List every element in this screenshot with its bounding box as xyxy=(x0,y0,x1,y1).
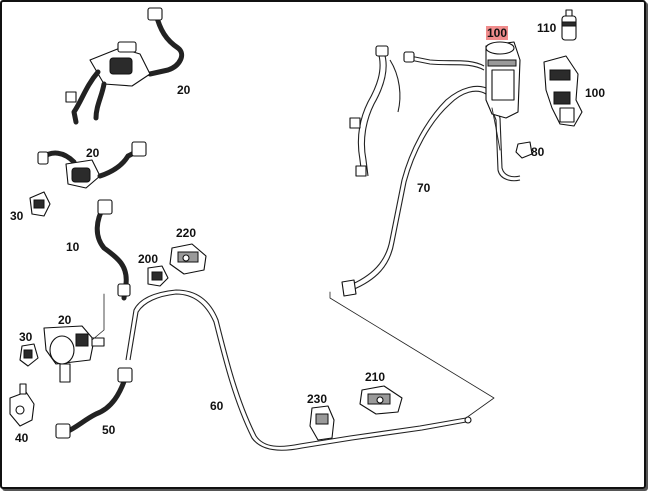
part-40-bracket[interactable] xyxy=(9,383,35,427)
part-230-clip[interactable] xyxy=(309,405,335,441)
callout-20-top[interactable]: 20 xyxy=(177,83,191,97)
part-30-clip-bottom[interactable] xyxy=(19,343,39,367)
part-60-line[interactable] xyxy=(125,289,472,451)
callout-110[interactable]: 110 xyxy=(537,21,557,35)
part-200-clip[interactable] xyxy=(147,265,169,287)
callout-20-bottom[interactable]: 20 xyxy=(58,313,72,327)
callout-210[interactable]: 210 xyxy=(365,370,386,384)
callout-80[interactable]: 80 xyxy=(531,145,545,159)
part-220-bracket[interactable] xyxy=(169,243,207,275)
callout-220[interactable]: 220 xyxy=(176,226,197,240)
callout-60[interactable]: 60 xyxy=(210,399,224,413)
callout-10[interactable]: 10 xyxy=(66,240,80,254)
part-20-mid-valve[interactable] xyxy=(37,141,147,189)
leader-lines xyxy=(91,291,495,419)
part-30-clip-top[interactable] xyxy=(29,191,51,217)
part-110-filter[interactable] xyxy=(561,9,577,41)
part-10-hose[interactable] xyxy=(94,199,131,301)
callout-70[interactable]: 70 xyxy=(417,181,431,195)
callout-40[interactable]: 40 xyxy=(15,431,29,445)
callout-100[interactable]: 100 xyxy=(585,86,606,100)
callout-100-highlighted[interactable]: 100 xyxy=(486,26,509,40)
part-80-clip[interactable] xyxy=(515,141,533,159)
callout-200[interactable]: 200 xyxy=(138,252,159,266)
part-50-hose[interactable] xyxy=(55,367,133,439)
part-20-top-valve[interactable] xyxy=(65,7,185,125)
callout-230[interactable]: 230 xyxy=(307,392,328,406)
part-100-valve[interactable] xyxy=(543,55,583,127)
callout-30-top[interactable]: 30 xyxy=(10,209,24,223)
part-210-bracket[interactable] xyxy=(359,385,403,415)
callout-20-mid[interactable]: 20 xyxy=(86,146,100,160)
callout-50[interactable]: 50 xyxy=(102,423,116,437)
upper-pipe-assembly[interactable] xyxy=(349,45,485,177)
part-100-canister[interactable] xyxy=(485,41,521,151)
part-20-canister[interactable] xyxy=(43,325,105,383)
callout-30-bottom[interactable]: 30 xyxy=(19,330,33,344)
part-70-line[interactable] xyxy=(341,85,521,297)
